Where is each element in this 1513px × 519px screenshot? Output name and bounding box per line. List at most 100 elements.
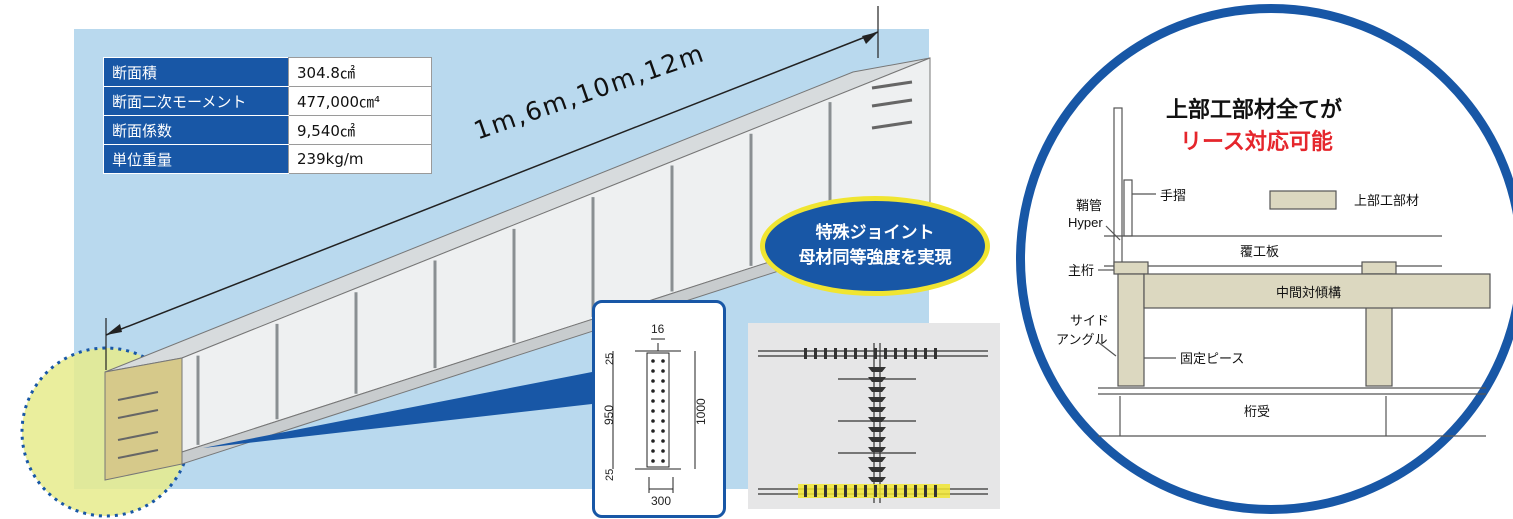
bolt-hole: [661, 439, 665, 443]
bolt-hole: [651, 379, 655, 383]
dim-arrow-right: [862, 32, 878, 44]
web-bolt: [868, 467, 886, 472]
label-side-angle-2: アングル: [1056, 332, 1107, 347]
beam-illustration: [20, 6, 931, 518]
label-sheath-1: 鞘管: [1076, 198, 1102, 213]
flange-bolt: [864, 485, 867, 497]
flange-bolt: [934, 485, 937, 497]
flange-bolt: [874, 485, 877, 497]
end-plate-brackets: [117, 391, 159, 459]
web-bolt: [868, 387, 886, 392]
bolt-hole: [651, 419, 655, 423]
flange-bolt: [924, 485, 927, 497]
flange-bolt: [874, 348, 877, 359]
label-handrail: 手摺: [1160, 188, 1186, 203]
joint-badge-line2: 母材同等強度を実現: [798, 248, 952, 268]
lease-circle: [1016, 4, 1513, 514]
flange-bolt: [824, 485, 827, 497]
joint-bolts: [804, 348, 937, 497]
bolt-hole: [651, 389, 655, 393]
bolt-hole: [651, 359, 655, 363]
flange-bolt: [914, 485, 917, 497]
bolt-hole: [661, 399, 665, 403]
flange-bolt: [904, 485, 907, 497]
bolt-hole: [661, 369, 665, 373]
bolt-hole: [661, 419, 665, 423]
label-deck: 覆工板: [1240, 244, 1279, 259]
flange-bolt: [894, 485, 897, 497]
flange-bolt: [834, 485, 837, 497]
flange-bolt: [884, 485, 887, 497]
dim-25-top: 25: [604, 353, 616, 365]
joint-detail-drawing: [758, 343, 988, 503]
section-inset: 16 25 950 1000 25 300: [592, 300, 726, 518]
flange-bolt: [934, 348, 937, 359]
main-girder-left: [1113, 261, 1149, 387]
table-row: 断面積 304.8㎠: [103, 57, 432, 87]
label-fixing-piece: 固定ピース: [1180, 351, 1244, 366]
section-drawing: 16 25 950 1000 25 300: [602, 322, 708, 508]
far-end-brackets: [871, 80, 913, 130]
beam-end-plate: [104, 357, 183, 481]
bolt-hole: [651, 459, 655, 463]
section-callout-wedge: [203, 372, 592, 448]
bolt-hole: [661, 359, 665, 363]
web-bolt: [868, 367, 886, 372]
legend-swatch: [1269, 190, 1337, 210]
spec-label: 断面二次モーメント: [103, 86, 289, 116]
spec-label: 単位重量: [103, 144, 289, 174]
table-row: 断面係数 9,540㎠: [103, 115, 432, 145]
bolt-hole: [661, 389, 665, 393]
bolt-hole: [651, 439, 655, 443]
flange-bolt: [804, 485, 807, 497]
web-bolt: [868, 447, 886, 452]
web-bolt: [868, 397, 886, 402]
joint-badge-line1: 特殊ジョイント: [815, 223, 935, 243]
flange-bolt: [804, 348, 807, 359]
flange-bolt: [844, 485, 847, 497]
flange-bolt: [894, 348, 897, 359]
flange-bolt: [854, 348, 857, 359]
spec-value: 477,000㎝⁴: [288, 86, 432, 116]
bolt-hole: [661, 429, 665, 433]
label-main-girder: 主桁: [1068, 263, 1094, 278]
flange-bolt: [814, 348, 817, 359]
web-bolt: [868, 407, 886, 412]
web-bolt: [868, 377, 886, 382]
flange-bolt: [904, 348, 907, 359]
spec-value: 239kg/m: [288, 144, 432, 174]
bolt-hole: [651, 449, 655, 453]
beam-stiffeners: [196, 102, 832, 445]
spec-label: 断面係数: [103, 115, 289, 145]
bolt-hole: [651, 409, 655, 413]
spec-table: 断面積 304.8㎠ 断面二次モーメント 477,000㎝⁴ 断面係数 9,54…: [103, 57, 432, 174]
dim-1000: 1000: [694, 398, 708, 425]
superstructure-drawing: 手摺 上部工部材 鞘管 Hyper 覆工板 主桁 中間対傾構 サイド アングル …: [1056, 107, 1491, 437]
flange-bolt: [914, 348, 917, 359]
dim-arrow-left: [106, 324, 122, 335]
label-legend: 上部工部材: [1354, 193, 1419, 208]
bolt-hole: [651, 399, 655, 403]
bolt-hole: [661, 449, 665, 453]
bolt-hole: [661, 409, 665, 413]
dim-25-bottom: 25: [604, 469, 616, 481]
flange-bolt: [864, 348, 867, 359]
section-bolt-holes: [651, 359, 665, 463]
dim-950: 950: [602, 405, 616, 425]
joint-detail-inset: [748, 323, 1000, 509]
table-row: 断面二次モーメント 477,000㎝⁴: [103, 86, 432, 116]
web-bolt: [868, 437, 886, 442]
bolt-hole: [651, 429, 655, 433]
label-girder-support: 桁受: [1244, 404, 1270, 419]
joint-badge: 特殊ジョイント 母材同等強度を実現: [760, 196, 990, 296]
web-bolt: [868, 427, 886, 432]
length-dimension-line: [105, 31, 879, 336]
bolt-hole: [661, 459, 665, 463]
spec-value: 9,540㎠: [288, 115, 432, 145]
flange-bolt: [924, 348, 927, 359]
spec-label: 断面積: [103, 57, 289, 87]
dim-16: 16: [651, 322, 665, 336]
web-bolt: [868, 477, 886, 482]
dim-300: 300: [651, 494, 671, 508]
web-bolt: [868, 417, 886, 422]
